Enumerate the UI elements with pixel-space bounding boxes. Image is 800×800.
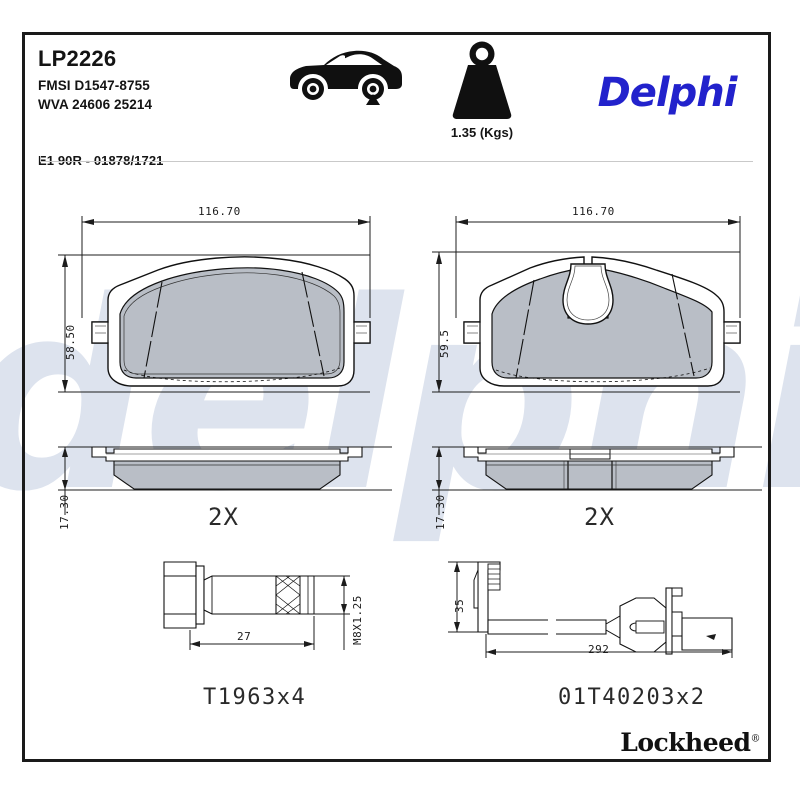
fmsi-code: FMSI D1547-8755 [38,78,150,93]
car-rear-axle-icon [284,44,404,106]
pad-left-quantity: 2X [208,503,239,531]
bolt-length-dim: 27 [237,630,252,643]
pad-left-thickness-dim: 17.30 [58,494,71,530]
header-divider [40,156,753,162]
part-identification: LP2226 FMSI D1547-8755 WVA 24606 25214 [38,46,152,114]
brake-pad-right-side-view [418,425,778,525]
wear-sensor-length-dim: 292 [588,643,610,656]
registered-mark: ® [750,733,761,745]
wear-sensor-height-dim: 35 [453,598,466,613]
bolt-part-label: T1963x4 [203,685,307,710]
bolt-thread-dim: M8X1.25 [351,595,364,645]
wear-sensor-part-label: 01T40203x2 [558,685,706,710]
weight-icon [452,41,512,119]
guide-bolt-drawing [150,550,390,670]
pad-right-width-dim: 116.70 [572,205,615,218]
wear-sensor-drawing [430,550,750,670]
pad-left-width-dim: 116.70 [198,205,241,218]
wva-code: WVA 24606 25214 [38,97,153,112]
approval-code: E1 90R - 01878/1721 [38,153,164,168]
page-title: LP2226 [38,46,117,71]
lockheed-logo-text: Lockheed [620,728,751,757]
weight-value: 1.35 (Kgs) [450,125,514,140]
brake-pad-left-face-view [40,200,410,420]
header-block: LP2226 FMSI D1547-8755 WVA 24606 25214 E… [22,32,771,193]
pad-right-height-dim: 59.5 [438,329,451,359]
brake-pad-right-face-view [418,200,778,420]
brake-pad-left-side-view [40,425,410,525]
lockheed-logo: Lockheed® [600,728,760,757]
pad-right-thickness-dim: 17.30 [434,494,447,530]
pad-left-height-dim: 58.50 [64,324,77,360]
weight-icon-group: 1.35 (Kgs) [417,38,547,148]
delphi-logo: Delphi [597,70,738,116]
pad-right-quantity: 2X [584,503,615,531]
